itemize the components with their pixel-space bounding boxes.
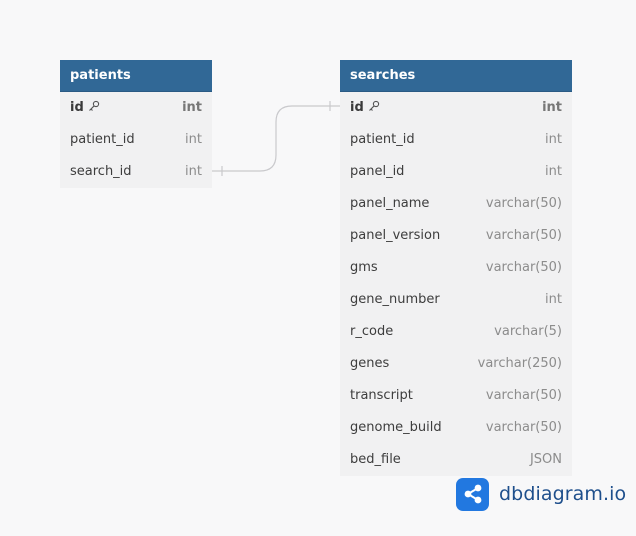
column-type: varchar(50) bbox=[485, 196, 562, 211]
column-name: patient_id bbox=[350, 132, 415, 147]
table-row[interactable]: gene_number int bbox=[340, 284, 572, 316]
table-searches[interactable]: searches id int patient_id int panel_id … bbox=[340, 60, 572, 476]
table-row[interactable]: search_id int bbox=[60, 156, 212, 188]
column-name: genome_build bbox=[350, 420, 442, 435]
table-title: patients bbox=[70, 68, 131, 83]
column-type: int bbox=[542, 100, 562, 115]
column-name: id bbox=[350, 92, 380, 124]
brand-name: dbdiagram.io bbox=[499, 483, 627, 505]
column-name: id bbox=[70, 92, 100, 124]
column-name: r_code bbox=[350, 324, 394, 339]
table-row[interactable]: genes varchar(250) bbox=[340, 348, 572, 380]
table-row[interactable]: gms varchar(50) bbox=[340, 252, 572, 284]
column-type: int bbox=[545, 132, 562, 147]
table-row[interactable]: genome_build varchar(50) bbox=[340, 412, 572, 444]
table-header-patients[interactable]: patients bbox=[60, 60, 212, 92]
column-type: int bbox=[545, 292, 562, 307]
column-type: JSON bbox=[529, 452, 562, 467]
column-name: panel_id bbox=[350, 164, 405, 179]
column-type: int bbox=[182, 100, 202, 115]
table-row[interactable]: patient_id int bbox=[60, 124, 212, 156]
key-icon bbox=[368, 100, 379, 111]
share-nodes-icon bbox=[456, 477, 489, 511]
column-name: patient_id bbox=[70, 132, 135, 147]
table-row[interactable]: panel_version varchar(50) bbox=[340, 220, 572, 252]
column-type: varchar(50) bbox=[485, 260, 562, 275]
table-title: searches bbox=[350, 68, 416, 83]
column-type: varchar(250) bbox=[477, 356, 562, 371]
column-name: panel_name bbox=[350, 196, 430, 211]
key-icon bbox=[88, 100, 99, 111]
relationship-line-search-id-to-id bbox=[212, 105, 340, 172]
column-name: genes bbox=[350, 356, 390, 371]
table-row[interactable]: id int bbox=[340, 92, 572, 124]
column-name-text: id bbox=[350, 100, 364, 115]
table-row[interactable]: id int bbox=[60, 92, 212, 124]
column-type: int bbox=[545, 164, 562, 179]
table-row[interactable]: r_code varchar(5) bbox=[340, 316, 572, 348]
share-nodes-icon-graphic bbox=[464, 484, 481, 504]
table-row[interactable]: bed_file JSON bbox=[340, 444, 572, 476]
column-type: varchar(5) bbox=[494, 324, 562, 339]
column-type: int bbox=[185, 164, 202, 179]
column-name: gene_number bbox=[350, 292, 440, 307]
table-row[interactable]: patient_id int bbox=[340, 124, 572, 156]
table-row[interactable]: transcript varchar(50) bbox=[340, 380, 572, 412]
column-type: varchar(50) bbox=[485, 228, 562, 243]
table-row[interactable]: panel_name varchar(50) bbox=[340, 188, 572, 220]
column-name-text: id bbox=[70, 100, 84, 115]
column-type: varchar(50) bbox=[485, 388, 562, 403]
column-type: varchar(50) bbox=[485, 420, 562, 435]
table-patients[interactable]: patients id int patient_id int search_id… bbox=[60, 60, 212, 188]
dbdiagram-brand[interactable]: dbdiagram.io bbox=[456, 477, 626, 511]
table-header-searches[interactable]: searches bbox=[340, 60, 572, 92]
table-row[interactable]: panel_id int bbox=[340, 156, 572, 188]
column-name: transcript bbox=[350, 388, 413, 403]
column-name: search_id bbox=[70, 164, 132, 179]
column-name: panel_version bbox=[350, 228, 441, 243]
column-name: bed_file bbox=[350, 452, 401, 467]
column-name: gms bbox=[350, 260, 378, 275]
column-type: int bbox=[185, 132, 202, 147]
